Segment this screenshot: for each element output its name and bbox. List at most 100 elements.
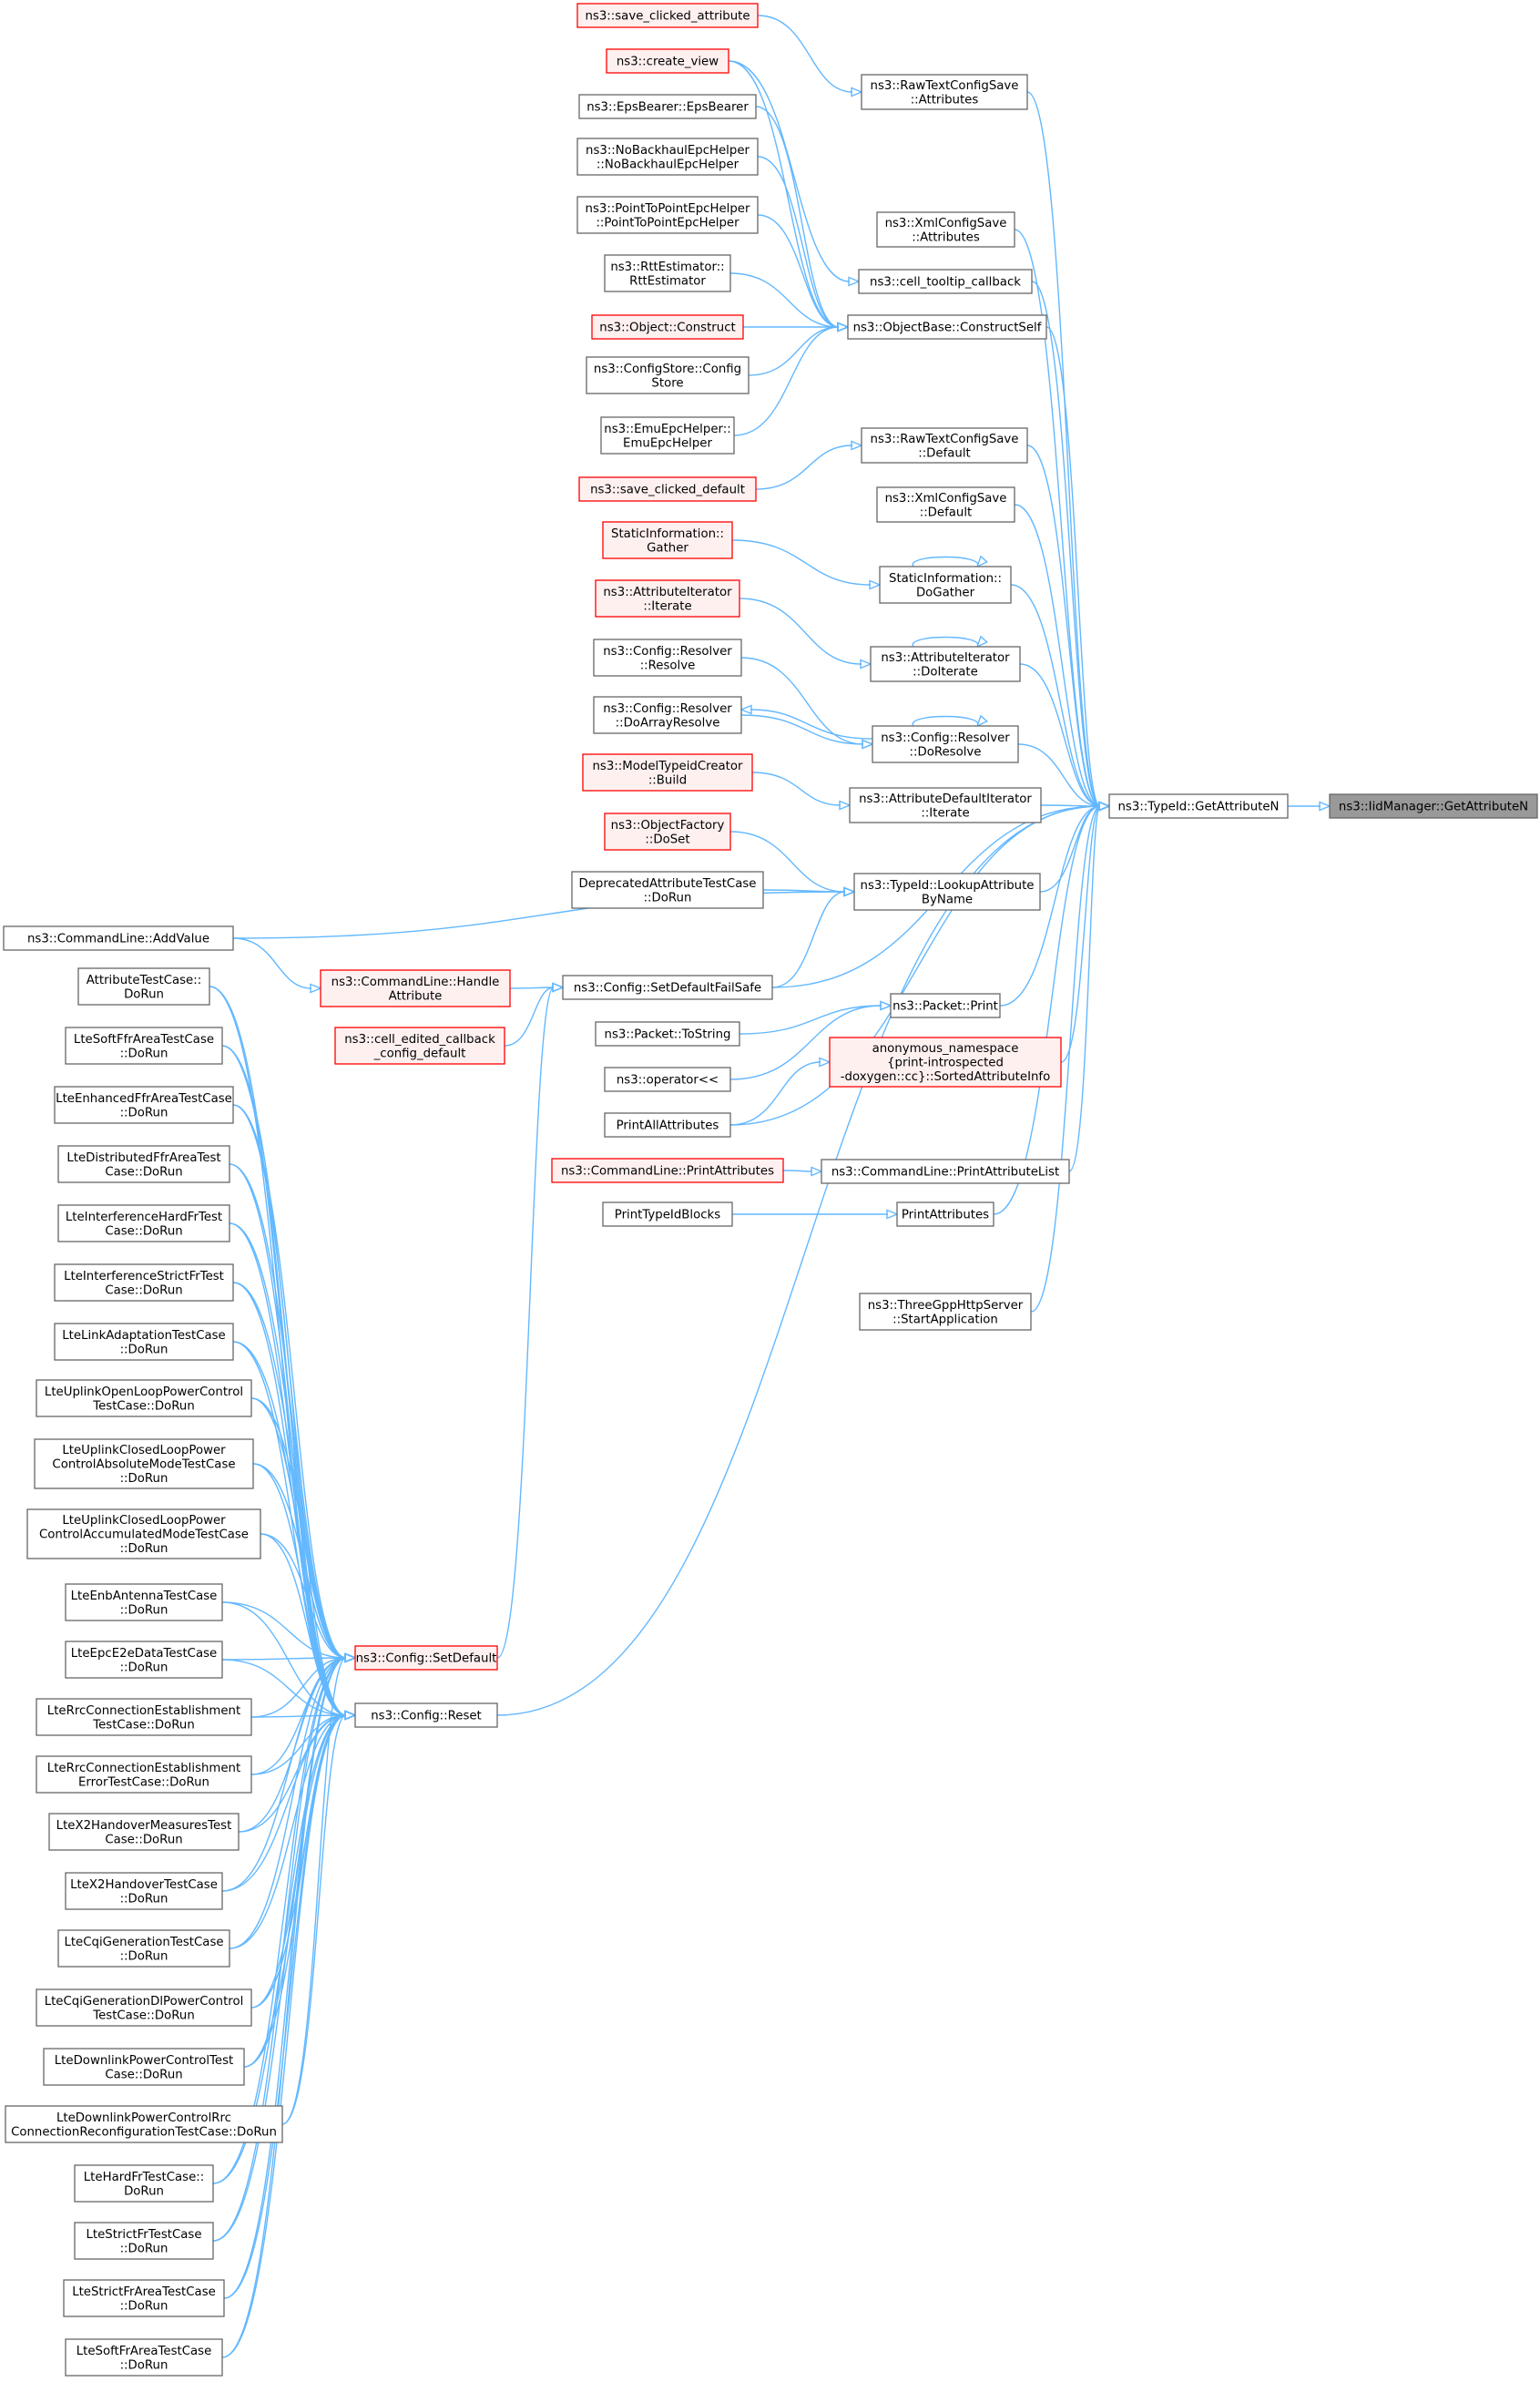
node-t8[interactable]: LteUplinkOpenLoopPowerControlTestCase::D…: [36, 1379, 252, 1417]
node-rtt-est[interactable]: ns3::RttEstimator::RttEstimator: [604, 254, 731, 292]
node-set-def-fail-safe[interactable]: ns3::Config::SetDefaultFailSafe: [562, 975, 773, 1000]
node-t11[interactable]: LteEnbAntennaTestCase::DoRun: [65, 1583, 223, 1621]
node-packet-to-string[interactable]: ns3::Packet::ToString: [595, 1021, 740, 1047]
node-t9[interactable]: LteUplinkClosedLoopPowerControlAbsoluteM…: [34, 1438, 254, 1489]
node-attr-iterate[interactable]: ns3::AttributeIterator::Iterate: [595, 579, 740, 618]
edge-arrowhead: [869, 579, 882, 590]
node-eps-bearer[interactable]: ns3::EpsBearer::EpsBearer: [578, 94, 757, 119]
node-label: Store: [651, 376, 683, 390]
node-label: ::StartApplication: [892, 1313, 998, 1326]
edge-raw-attr-to-get-attr-n: [1026, 91, 1111, 812]
node-emu-epc[interactable]: ns3::EmuEpcHelper::EmuEpcHelper: [600, 416, 735, 455]
node-t12[interactable]: LteEpcE2eDataTestCase::DoRun: [65, 1641, 223, 1679]
node-xml-attr[interactable]: ns3::XmlConfigSave::Attributes: [876, 211, 1015, 248]
node-no-backhaul[interactable]: ns3::NoBackhaulEpcHelper::NoBackhaulEpcH…: [576, 138, 759, 176]
node-label: LteUplinkClosedLoopPower: [62, 1514, 226, 1528]
node-label: {print-introspected: [887, 1057, 1004, 1070]
node-do-gather[interactable]: StaticInformation::DoGather: [879, 566, 1012, 604]
node-cmd-add-value[interactable]: ns3::CommandLine::AddValue: [3, 925, 234, 951]
node-print-all-attrs[interactable]: PrintAllAttributes: [604, 1112, 731, 1138]
node-label: RttEstimator: [629, 274, 706, 288]
node-print-attr-list[interactable]: ns3::CommandLine::PrintAttributeList: [821, 1159, 1070, 1184]
node-do-array-resolve[interactable]: ns3::Config::Resolver::DoArrayResolve: [593, 696, 742, 734]
node-label: EmuEpcHelper: [623, 436, 712, 450]
edge-line: [739, 1005, 882, 1035]
node-print-type-id[interactable]: PrintTypeIdBlocks: [602, 1201, 733, 1227]
node-cell-edited[interactable]: ns3::cell_edited_callback_config_default: [334, 1027, 505, 1065]
node-do-resolve[interactable]: ns3::Config::Resolver::DoResolve: [872, 725, 1019, 763]
node-three-gpp[interactable]: ns3::ThreeGppHttpServer::StartApplicatio…: [859, 1293, 1032, 1331]
node-label: ::DoIterate: [913, 665, 978, 679]
node-obj-construct[interactable]: ns3::Object::Construct: [591, 314, 744, 340]
node-label: DoGather: [916, 586, 975, 599]
edge-t16-to-config-reset: [221, 1710, 357, 1892]
node-label: LteCqiGenerationTestCase: [64, 1936, 223, 1949]
node-config-reset[interactable]: ns3::Config::Reset: [354, 1702, 498, 1728]
node-t1[interactable]: AttributeTestCase::DoRun: [77, 967, 210, 1006]
node-model-typeid[interactable]: ns3::ModelTypeidCreator::Build: [582, 753, 753, 792]
node-t3[interactable]: LteEnhancedFfrAreaTestCase::DoRun: [54, 1086, 234, 1124]
node-raw-def[interactable]: ns3::RawTextConfigSave::Default: [861, 427, 1028, 464]
node-raw-attr[interactable]: ns3::RawTextConfigSave::Attributes: [861, 74, 1028, 110]
node-cell-tip[interactable]: ns3::cell_tooltip_callback: [858, 269, 1033, 294]
node-label: LteHardFrTestCase::: [84, 2171, 204, 2184]
node-t2[interactable]: LteSoftFfrAreaTestCase::DoRun: [65, 1027, 223, 1065]
node-t20[interactable]: LteDownlinkPowerControlRrcConnectionReco…: [5, 2105, 283, 2143]
node-construct-self[interactable]: ns3::ObjectBase::ConstructSelf: [847, 314, 1047, 340]
edge-line: [229, 1163, 347, 1659]
node-label: TestCase::DoRun: [92, 1718, 195, 1732]
node-get-attr-n[interactable]: ns3::TypeId::GetAttributeN: [1108, 793, 1289, 819]
node-t22[interactable]: LteStrictFrTestCase::DoRun: [74, 2222, 214, 2260]
node-root[interactable]: ns3::IidManager::GetAttributeN: [1329, 793, 1538, 819]
node-t18[interactable]: LteCqiGenerationDlPowerControlTestCase::…: [36, 1988, 252, 2027]
node-resolver-resolve[interactable]: ns3::Config::Resolver::Resolve: [593, 639, 742, 677]
node-set-default[interactable]: ns3::Config::SetDefault: [354, 1645, 498, 1671]
node-gather[interactable]: StaticInformation::Gather: [602, 521, 733, 559]
node-ad-iterate[interactable]: ns3::AttributeDefaultIterator::Iterate: [849, 787, 1042, 823]
node-t24[interactable]: LteSoftFrAreaTestCase::DoRun: [65, 2338, 223, 2377]
node-t16[interactable]: LteX2HandoverTestCase::DoRun: [65, 1872, 223, 1910]
node-create-view[interactable]: ns3::create_view: [606, 48, 729, 74]
node-operator-ll[interactable]: ns3::operator<<: [604, 1067, 731, 1092]
node-label: DeprecatedAttributeTestCase: [579, 877, 757, 891]
edge-arrowhead: [975, 714, 988, 728]
node-box: [334, 1027, 505, 1065]
node-save-clicked-def[interactable]: ns3::save_clicked_default: [578, 476, 757, 502]
node-packet-print[interactable]: ns3::Packet::Print: [890, 993, 1001, 1018]
node-label: DoRun: [124, 2184, 164, 2198]
node-label: LteSoftFrAreaTestCase: [76, 2345, 212, 2358]
node-save-clicked-attr[interactable]: ns3::save_clicked_attribute: [576, 3, 759, 28]
node-t10[interactable]: LteUplinkClosedLoopPowerControlAccumulat…: [26, 1508, 261, 1559]
node-box: [593, 696, 742, 734]
node-print-attributes[interactable]: PrintAttributes: [896, 1201, 994, 1227]
node-deprecated-test[interactable]: DeprecatedAttributeTestCase::DoRun: [571, 871, 764, 909]
node-t14[interactable]: LteRrcConnectionEstablishmentErrorTestCa…: [36, 1755, 252, 1794]
node-label: PrintTypeIdBlocks: [615, 1209, 720, 1222]
node-t13[interactable]: LteRrcConnectionEstablishmentTestCase::D…: [36, 1698, 252, 1736]
node-t21[interactable]: LteHardFrTestCase::DoRun: [74, 2164, 214, 2203]
node-label: ByName: [922, 893, 973, 906]
node-xml-def[interactable]: ns3::XmlConfigSave::Default: [876, 486, 1015, 523]
node-sorted-attr[interactable]: anonymous_namespace{print-introspected-d…: [829, 1037, 1062, 1088]
node-p2p-epc[interactable]: ns3::PointToPointEpcHelper::PointToPoint…: [576, 196, 759, 234]
edge-line: [733, 326, 840, 436]
node-cmd-print-attrs[interactable]: ns3::CommandLine::PrintAttributes: [551, 1158, 784, 1183]
node-label: ::DoRun: [120, 1603, 168, 1617]
edge-config-reset-to-get-attr-n: [496, 801, 1111, 1716]
node-t23[interactable]: LteStrictFrAreaTestCase::DoRun: [63, 2279, 225, 2317]
node-box: [54, 1323, 234, 1361]
node-label: ::DoRun: [120, 1106, 168, 1119]
node-t7[interactable]: LteLinkAdaptationTestCase::DoRun: [54, 1323, 234, 1361]
node-obj-factory[interactable]: ns3::ObjectFactory::DoSet: [604, 813, 731, 851]
node-do-iterate[interactable]: ns3::AttributeIterator::DoIterate: [870, 646, 1021, 682]
node-config-store[interactable]: ns3::ConfigStore::ConfigStore: [586, 356, 750, 394]
node-t17[interactable]: LteCqiGenerationTestCase::DoRun: [57, 1929, 230, 1968]
